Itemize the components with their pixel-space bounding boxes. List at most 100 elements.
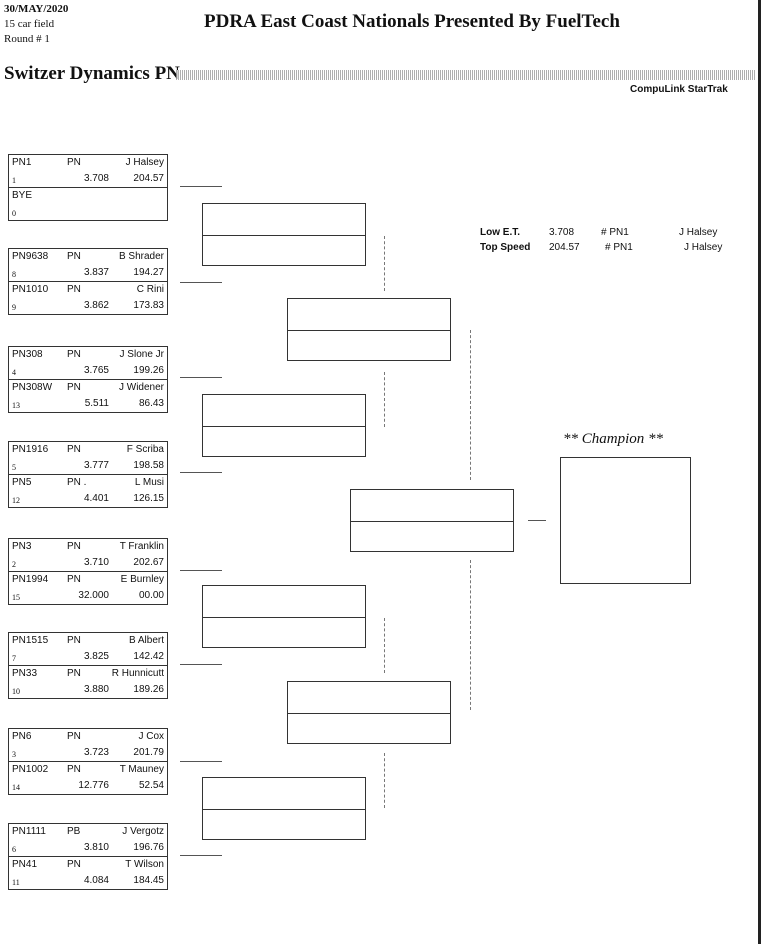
elapsed-time: 3.880 <box>83 684 109 695</box>
seed-number: 13 <box>12 401 20 410</box>
car-class: PN <box>67 349 81 360</box>
racer-slot: PN308W PN J Widener 13 5.511 86.43 <box>9 379 167 412</box>
elapsed-time: 12.776 <box>78 780 109 791</box>
quarterfinal-box <box>202 394 366 457</box>
car-number: PN1010 <box>12 284 49 295</box>
driver-name: B Shrader <box>118 251 164 262</box>
car-number: PN41 <box>12 859 38 870</box>
car-class: PN <box>67 444 81 455</box>
trap-speed: 194.27 <box>133 267 164 278</box>
car-class: PN <box>67 157 81 168</box>
trap-speed: 202.67 <box>133 557 164 568</box>
trap-speed: 126.15 <box>133 493 164 504</box>
connector <box>180 855 222 856</box>
seed-number: 1 <box>12 176 16 185</box>
connector <box>180 761 222 762</box>
elapsed-time: 4.401 <box>83 493 109 504</box>
connector <box>180 282 222 283</box>
elapsed-time: 3.810 <box>83 842 109 853</box>
elapsed-time: 3.837 <box>83 267 109 278</box>
car-class: PN <box>67 541 81 552</box>
car-number: BYE <box>12 190 33 201</box>
car-number: PN5 <box>12 477 32 488</box>
connector <box>180 377 222 378</box>
seed-number: 9 <box>12 303 16 312</box>
car-class: PN <box>67 251 81 262</box>
trap-speed: 199.26 <box>133 365 164 376</box>
driver-name: F Scriba <box>126 444 164 455</box>
car-number: PN308W <box>12 382 53 393</box>
connector <box>180 570 222 571</box>
connector <box>180 186 222 187</box>
page-title: PDRA East Coast Nationals Presented By F… <box>204 11 620 32</box>
car-number: PN3 <box>12 541 32 552</box>
driver-name: J Widener <box>118 382 164 393</box>
final-box <box>350 489 514 552</box>
quarterfinal-box <box>202 585 366 648</box>
elapsed-time: 3.862 <box>83 300 109 311</box>
brand-mark: CompuLink StarTrak <box>630 84 728 95</box>
trap-speed: 52.54 <box>138 780 164 791</box>
elapsed-time: 3.723 <box>83 747 109 758</box>
car-number: PN1515 <box>12 635 49 646</box>
trap-speed: 86.43 <box>138 398 164 409</box>
low-et-label: Low E.T. <box>480 227 520 238</box>
elapsed-time: 3.825 <box>83 651 109 662</box>
car-number: PN1111 <box>12 826 46 837</box>
driver-name: R Hunnicutt <box>111 668 164 679</box>
elapsed-time: 32.000 <box>78 590 109 601</box>
car-class: PN <box>67 574 81 585</box>
report-date: 30/MAY/2020 <box>4 3 69 15</box>
seed-number: 8 <box>12 270 16 279</box>
top-speed-value: 204.57 <box>549 242 580 253</box>
car-number: PN33 <box>12 668 38 679</box>
semifinal-box <box>287 681 451 744</box>
class-title: Switzer Dynamics PN <box>4 63 180 84</box>
racer-slot: PN9638 PN B Shrader 8 3.837 194.27 <box>9 249 167 281</box>
champion-label: ** Champion ** <box>563 431 664 447</box>
connector <box>180 472 222 473</box>
trap-speed: 196.76 <box>133 842 164 853</box>
connector <box>470 330 471 480</box>
driver-name: J Slone Jr <box>119 349 164 360</box>
car-class: PN <box>67 668 81 679</box>
low-et-car: # PN1 <box>601 227 629 238</box>
trap-speed: 00.00 <box>138 590 164 601</box>
driver-name: E Burnley <box>120 574 164 585</box>
header-stripe <box>176 70 756 80</box>
car-class: PN <box>67 382 81 393</box>
car-class: PB <box>67 826 81 837</box>
connector <box>470 560 471 710</box>
car-number: PN1 <box>12 157 32 168</box>
seed-number: 12 <box>12 496 20 505</box>
elapsed-time: 5.511 <box>84 398 109 409</box>
driver-name: T Wilson <box>125 859 164 870</box>
car-number: PN9638 <box>12 251 49 262</box>
trap-speed: 204.57 <box>133 173 164 184</box>
seed-number: 5 <box>12 463 16 472</box>
top-speed-driver: J Halsey <box>684 242 723 253</box>
seed-number: 4 <box>12 368 16 377</box>
quarterfinal-box <box>202 777 366 840</box>
seed-number: 14 <box>12 783 20 792</box>
field-size: 15 car field <box>4 18 55 30</box>
elapsed-time: 3.708 <box>83 173 109 184</box>
low-et-value: 3.708 <box>549 227 575 238</box>
page-edge <box>758 0 761 944</box>
seed-number: 11 <box>12 878 20 887</box>
car-class: PN . <box>67 477 87 488</box>
car-number: PN1002 <box>12 764 49 775</box>
driver-name: J Cox <box>138 731 164 742</box>
